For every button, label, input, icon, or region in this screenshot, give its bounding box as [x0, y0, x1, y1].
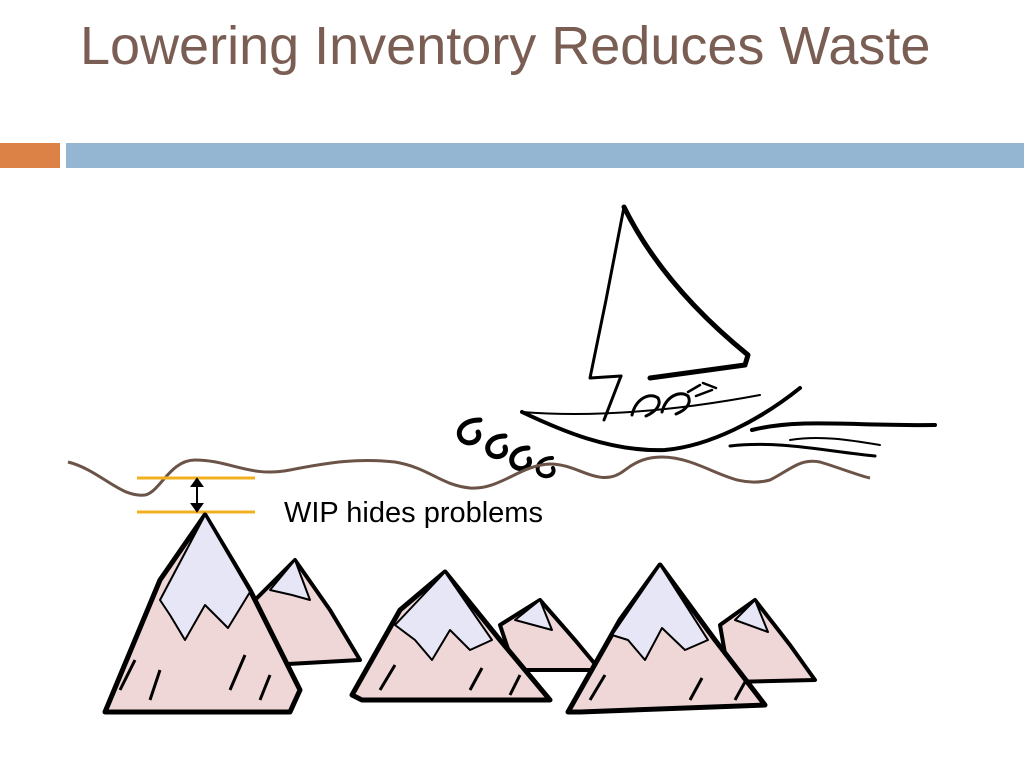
- wip-caption: WIP hides problems: [284, 497, 543, 529]
- mountains-icon: [102, 512, 817, 715]
- slide-title: Lowering Inventory Reduces Waste: [80, 16, 931, 76]
- inventory-level-lines: [137, 476, 255, 514]
- sailboat-icon: [456, 204, 937, 479]
- accent-bar-orange: [0, 143, 60, 168]
- double-arrow-icon: [190, 477, 204, 513]
- accent-bar-blue: [66, 143, 1024, 168]
- water-line: [67, 455, 871, 497]
